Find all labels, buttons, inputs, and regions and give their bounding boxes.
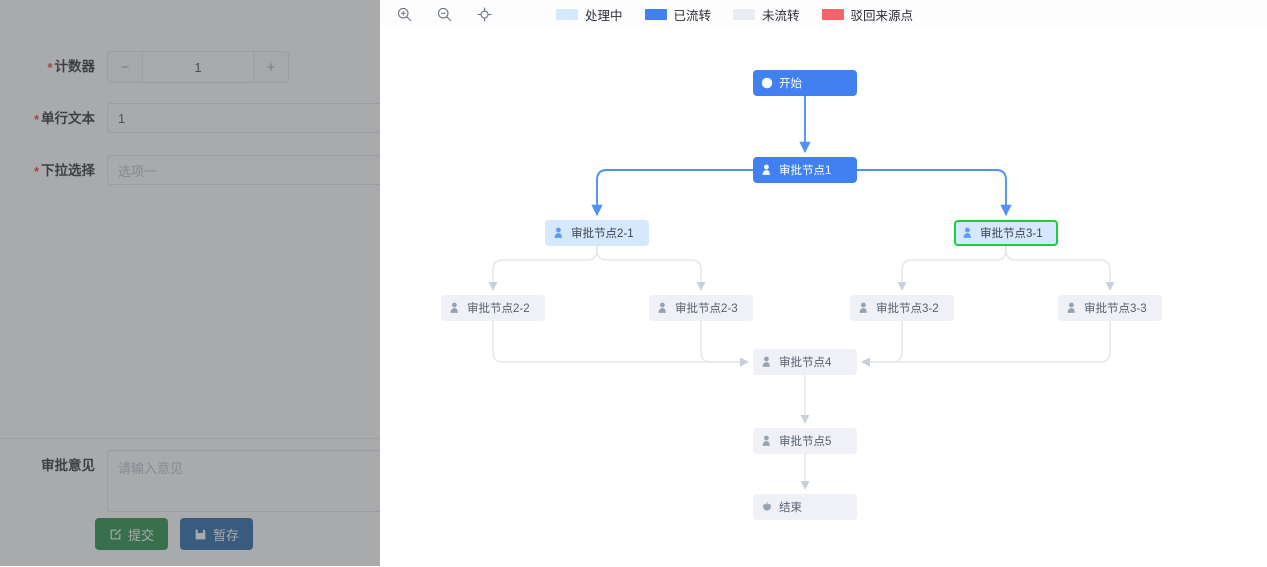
user-icon (553, 227, 565, 239)
flow-edge (857, 169, 1012, 217)
flow-edge (591, 169, 753, 217)
legend-item-transferred: 已流转 (644, 5, 712, 24)
modal-backdrop[interactable] (0, 0, 380, 566)
legend-swatch-not-transferred (733, 8, 756, 20)
flow-node-n5[interactable]: 审批节点5 (753, 428, 857, 454)
user-icon (761, 164, 773, 176)
flow-node-label: 审批节点2-1 (571, 228, 634, 240)
legend-label-processing: 处理中 (585, 8, 623, 23)
flow-node-n2_1[interactable]: 审批节点2-1 (545, 220, 649, 246)
user-icon (657, 302, 669, 314)
legend-swatch-processing (556, 8, 578, 20)
legend-swatch-transferred (644, 8, 667, 20)
legend-swatch-rejected-source (821, 8, 844, 20)
legend-item-processing: 处理中 (556, 5, 623, 24)
status-legend: 处理中 已流转 未流转 驳回来源点 (556, 5, 913, 24)
flow-node-n2_2[interactable]: 审批节点2-2 (441, 295, 545, 321)
flow-node-n1[interactable]: 审批节点1 (753, 157, 857, 183)
user-icon (858, 302, 870, 314)
flow-node-label: 审批节点1 (779, 165, 832, 177)
legend-label-transferred: 已流转 (673, 8, 712, 23)
flow-node-end[interactable]: 结束 (753, 494, 857, 520)
flow-edge (1005, 246, 1115, 291)
flow-node-n3_2[interactable]: 审批节点3-2 (850, 295, 954, 321)
flow-node-n4[interactable]: 审批节点4 (753, 349, 857, 375)
fit-center-icon[interactable] (464, 0, 504, 28)
flow-node-n3_1[interactable]: 审批节点3-1 (954, 220, 1058, 246)
flow-node-label: 审批节点4 (779, 357, 832, 369)
flow-edge (861, 321, 903, 367)
flow-node-label: 开始 (779, 78, 802, 90)
user-icon (449, 302, 461, 314)
flow-edge (488, 246, 598, 291)
flow-node-start[interactable]: 开始 (753, 70, 857, 96)
user-icon (962, 227, 974, 239)
legend-item-not-transferred: 未流转 (733, 5, 800, 24)
diagram-toolbar: 处理中 已流转 未流转 驳回来源点 (380, 0, 1267, 29)
flow-edge (700, 321, 749, 367)
flow-node-label: 审批节点2-2 (467, 303, 530, 315)
play-icon (761, 77, 773, 89)
workflow-diagram-panel: 处理中 已流转 未流转 驳回来源点 (380, 0, 1267, 566)
flow-node-label: 审批节点3-3 (1084, 303, 1147, 315)
flow-node-label: 审批节点3-1 (980, 228, 1043, 240)
user-icon (1066, 302, 1078, 314)
power-icon (761, 501, 773, 513)
zoom-in-icon[interactable] (384, 0, 424, 28)
flow-node-label: 审批节点5 (779, 436, 832, 448)
zoom-out-icon[interactable] (424, 0, 464, 28)
diagram-edge-layer (488, 96, 1115, 490)
flow-edge (897, 246, 1007, 291)
flow-node-n2_3[interactable]: 审批节点2-3 (649, 295, 753, 321)
flow-edge (492, 321, 749, 367)
flow-edge (596, 246, 706, 291)
flow-node-n3_3[interactable]: 审批节点3-3 (1058, 295, 1162, 321)
user-icon (761, 356, 773, 368)
user-icon (761, 435, 773, 447)
legend-label-rejected-source: 驳回来源点 (850, 8, 914, 23)
flow-edge (861, 321, 1111, 367)
legend-label-not-transferred: 未流转 (762, 8, 800, 23)
flow-node-label: 结束 (779, 502, 802, 514)
flow-node-label: 审批节点3-2 (876, 303, 939, 315)
legend-item-rejected-source: 驳回来源点 (821, 5, 914, 24)
flow-node-label: 审批节点2-3 (675, 303, 738, 315)
diagram-canvas[interactable]: 开始审批节点1 审批节点2-1 审批节点3-1 审批节点2-2 审批节点2-3 审批节点3… (380, 28, 1267, 566)
